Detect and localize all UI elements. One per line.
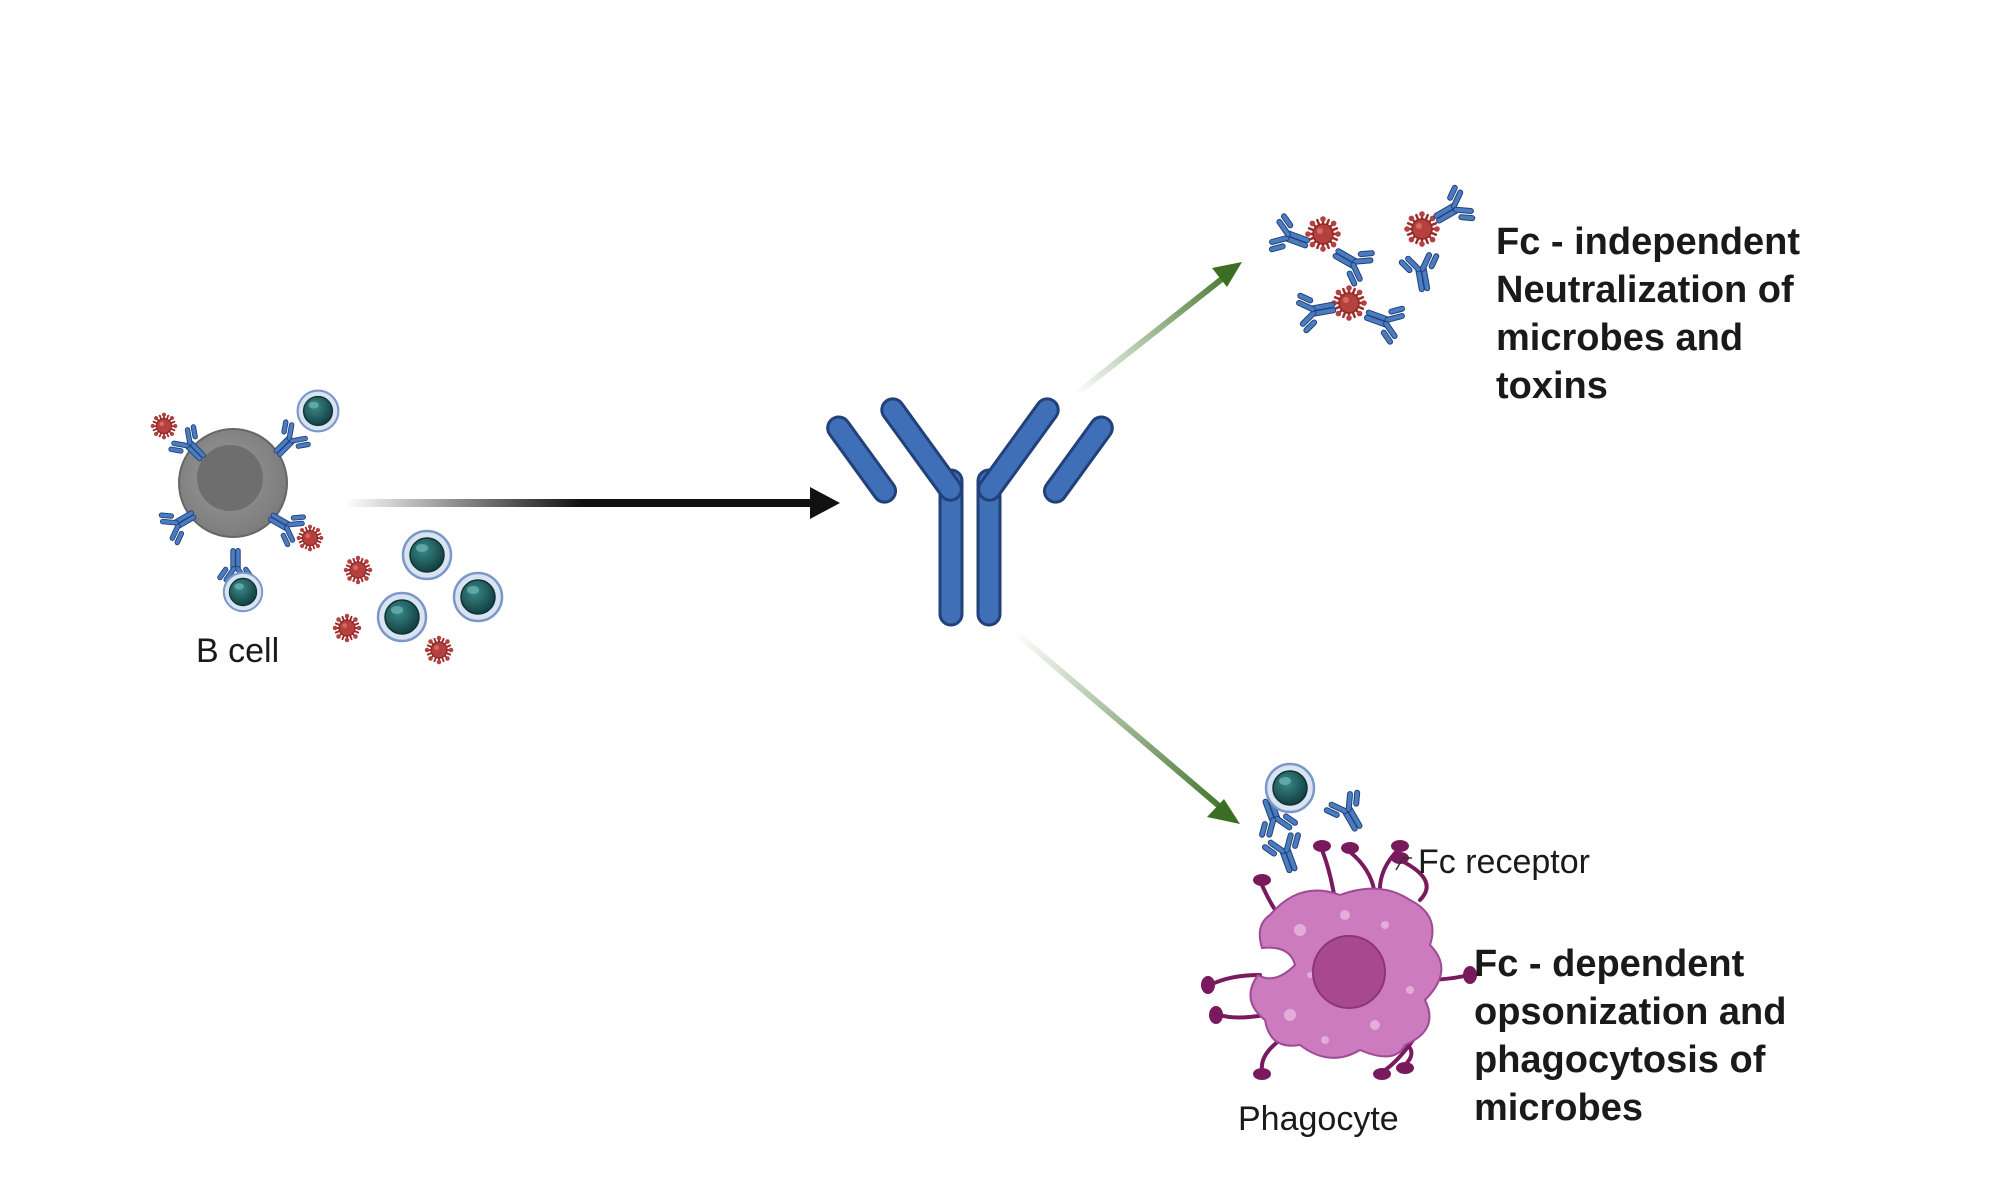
bacterium-icon — [222, 571, 264, 613]
outcome-line: microbes and — [1496, 317, 1744, 359]
fc-receptor-leader — [1395, 857, 1412, 871]
fc-receptor-label: Fc receptor — [1418, 843, 1590, 881]
bacterium-icon — [376, 591, 428, 643]
bacterium-icon — [452, 571, 504, 623]
arrow-to-opsonization — [1012, 629, 1240, 824]
outcome-line: opsonization and — [1474, 991, 1787, 1033]
outcome-line: phagocytosis of — [1474, 1039, 1766, 1081]
b-cell-label: B cell — [196, 632, 280, 670]
outcome-line: Fc - independent — [1496, 221, 1800, 263]
virus-icon — [149, 411, 179, 441]
bacterium-icon — [401, 529, 453, 581]
virus-icon — [1329, 283, 1369, 323]
phagocyte-nucleus — [1312, 935, 1386, 1009]
virus-icon — [342, 554, 374, 586]
virus-icon — [423, 634, 455, 666]
bacterium-icon — [1264, 762, 1316, 814]
antibody-small-icon — [1264, 210, 1317, 265]
fc-independent-description: Fc - independent Neutralization of micro… — [1496, 218, 1800, 410]
antibody-small-icon — [1293, 286, 1340, 336]
outcome-line: Fc - dependent — [1474, 943, 1745, 985]
virus-icon — [331, 612, 363, 644]
phagocyte-group — [1201, 762, 1477, 1080]
bacterium-icon — [296, 389, 340, 433]
virus-icon — [1303, 214, 1343, 254]
antibody-small-icon — [1396, 249, 1446, 296]
neutralization-cluster — [1264, 181, 1480, 348]
outcome-line: toxins — [1496, 365, 1608, 407]
b-cell-group — [149, 389, 504, 666]
antibody-large-icon — [826, 397, 1114, 627]
main-arrow — [345, 487, 840, 519]
outcome-line: microbes — [1474, 1087, 1643, 1129]
b-cell-nucleus — [197, 445, 263, 511]
antibody-small-icon — [1320, 785, 1377, 841]
outcome-line: Neutralization of — [1496, 269, 1794, 311]
virus-icon — [295, 523, 325, 553]
fc-dependent-description: Fc - dependent opsonization and phagocyt… — [1474, 940, 1786, 1132]
phagocyte-label: Phagocyte — [1238, 1100, 1399, 1138]
arrow-to-neutralization — [1072, 262, 1242, 398]
